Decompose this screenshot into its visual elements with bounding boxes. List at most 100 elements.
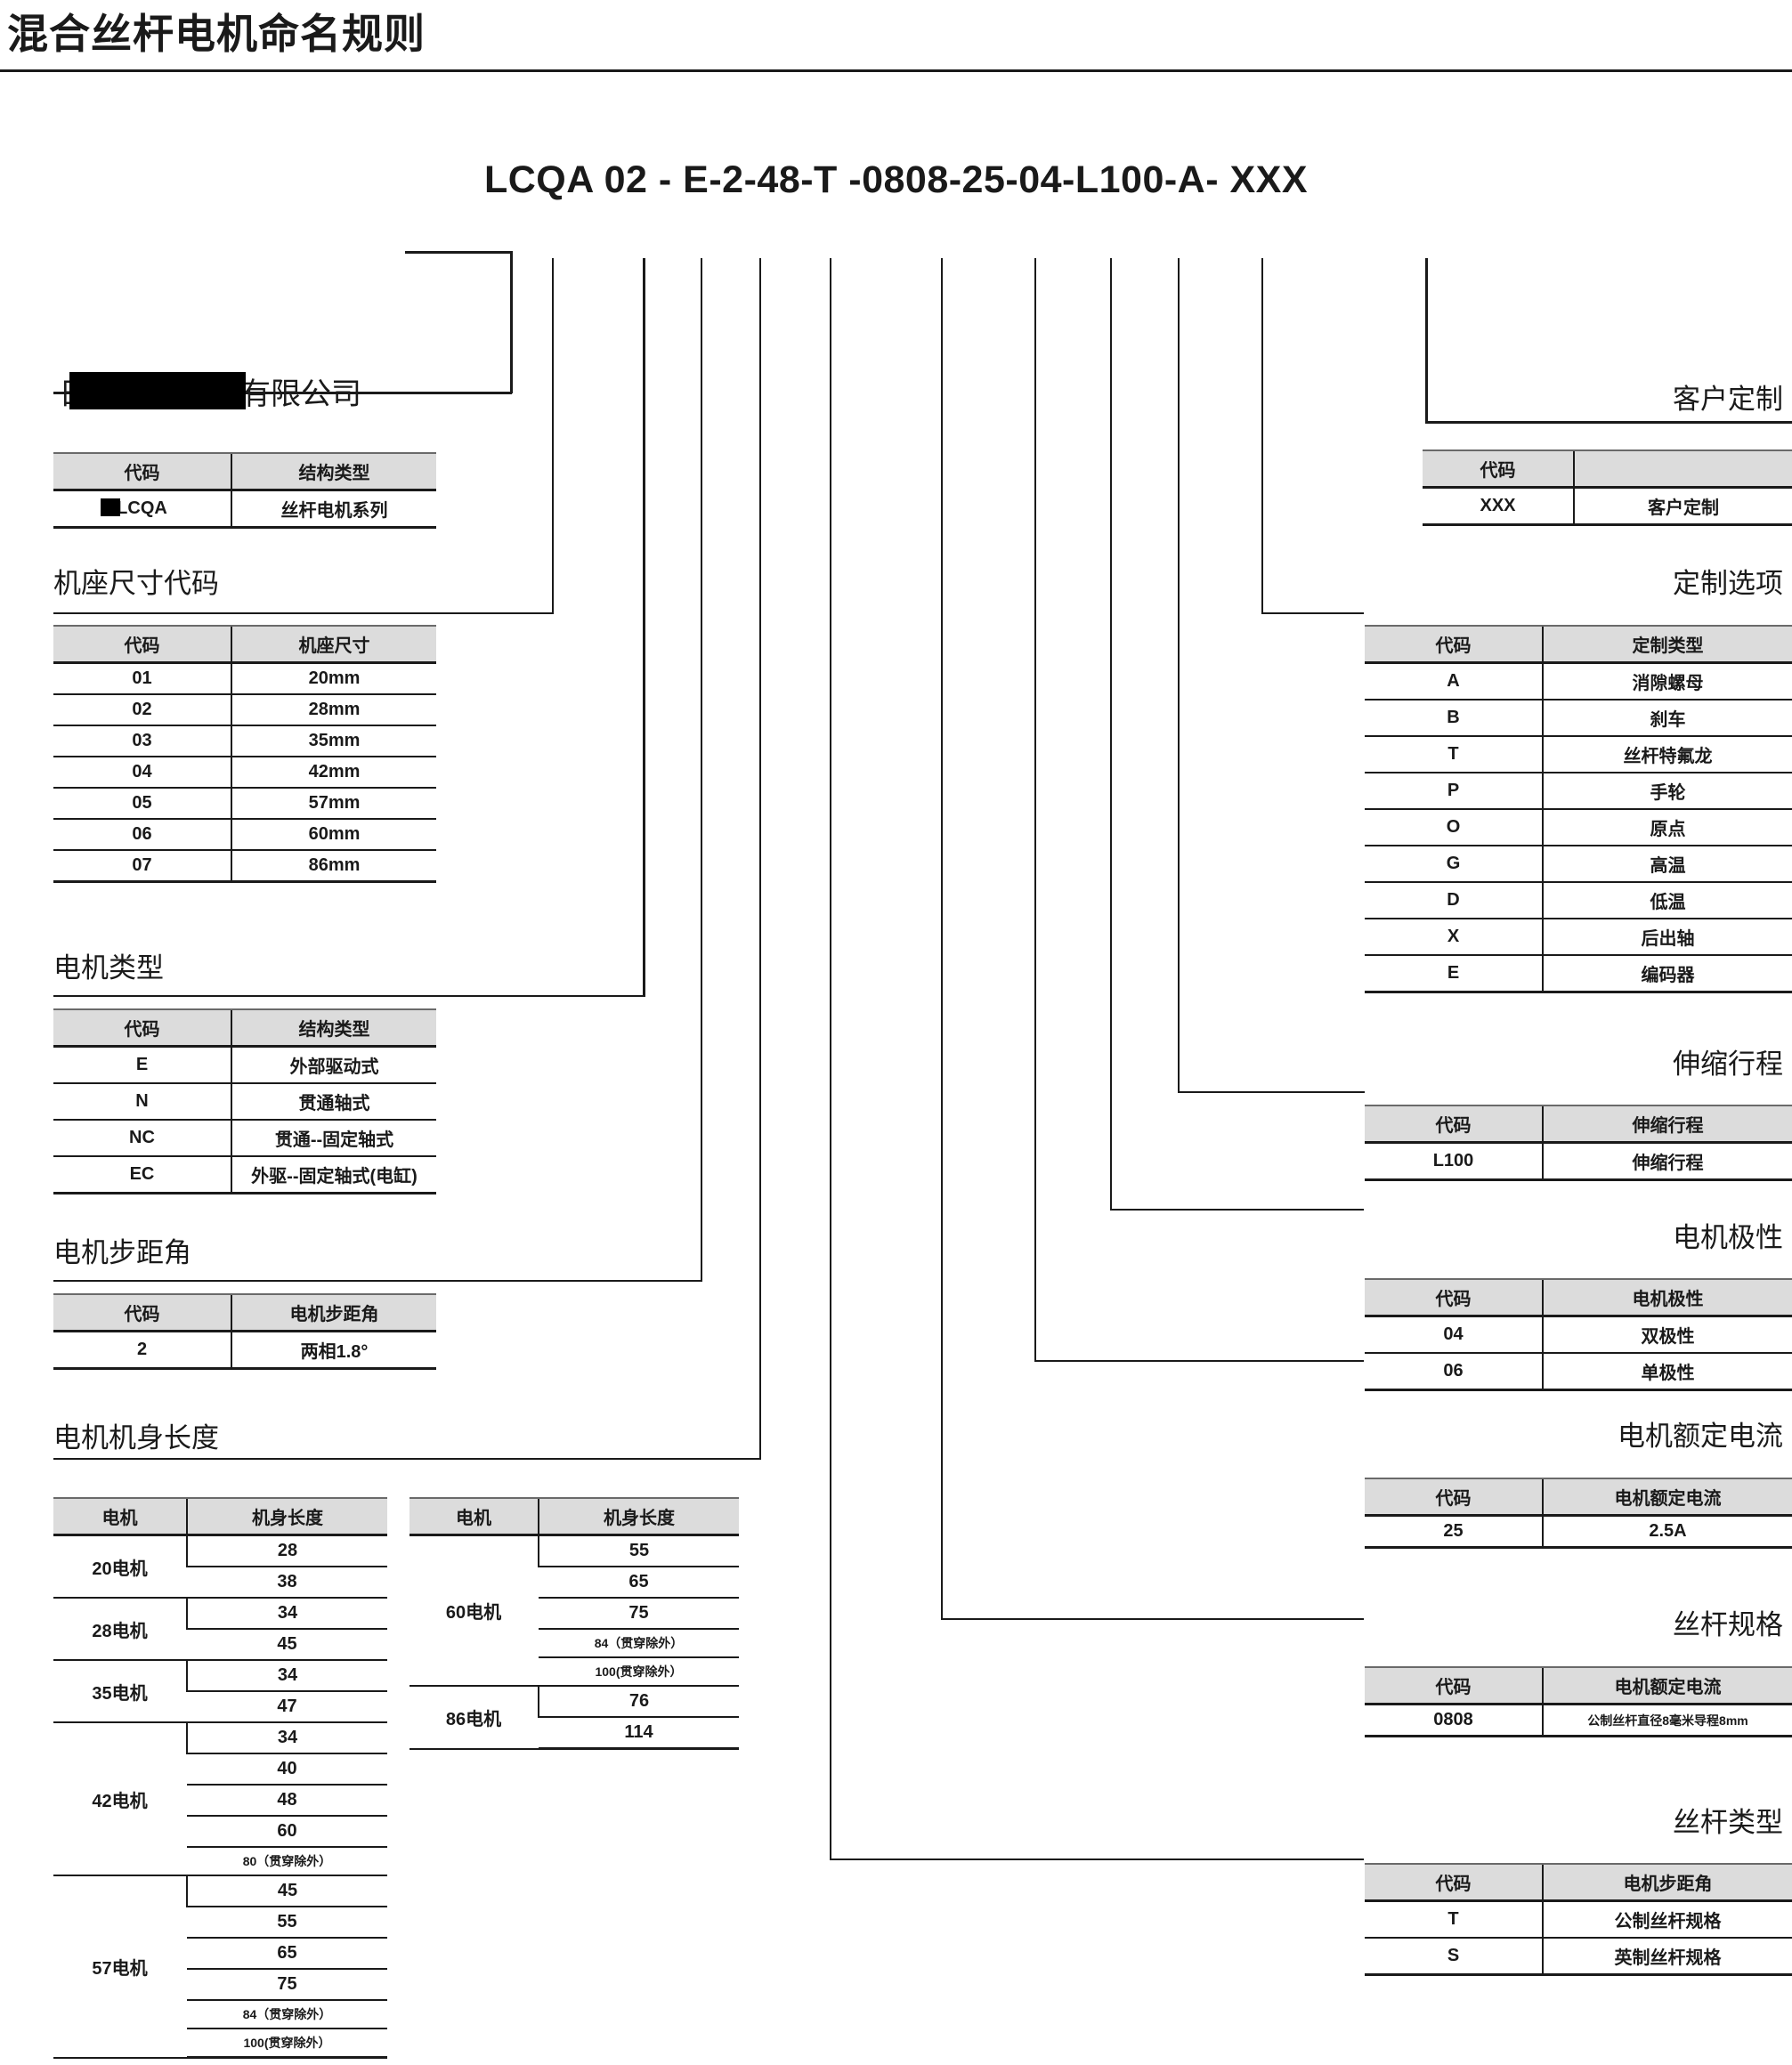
table-row: O 原点: [1365, 809, 1792, 846]
frame-size-code-6: 07: [53, 850, 231, 883]
frame-size-header-code: 代码: [53, 625, 231, 664]
table-row: 40: [53, 1753, 387, 1786]
body-length-right-val-0-0: 55: [538, 1535, 739, 1567]
series-table-header-structure: 结构类型: [231, 452, 436, 491]
table-row: 35电机 34: [53, 1660, 387, 1723]
table-row: E 外部驱动式: [53, 1046, 436, 1084]
leader-h-framesize: [53, 612, 554, 614]
body-length-right-val-1-1: 114: [539, 1717, 739, 1750]
customer-custom-section-heading: 客户定制: [1673, 384, 1783, 415]
table-row: B 刹车: [1365, 700, 1792, 737]
leader-h-customoption: [1261, 612, 1364, 614]
body-length-right-motor-0: 60电机: [409, 1535, 539, 1687]
custom-option-code-4: O: [1365, 809, 1543, 846]
leader-v-customercustom: [1425, 258, 1428, 423]
motor-polarity-section-heading: 电机极性: [1673, 1222, 1783, 1253]
frame-size-value-5: 60mm: [231, 819, 436, 851]
custom-option-value-6: 低温: [1542, 882, 1792, 919]
custom-option-code-8: E: [1365, 955, 1543, 993]
table-row: N 贯通轴式: [53, 1083, 436, 1121]
custom-option-value-5: 高温: [1542, 846, 1792, 883]
table-row: 75: [409, 1598, 739, 1630]
body-length-left-header-length: 机身长度: [186, 1497, 387, 1536]
customer-custom-table: 代码 XXX 客户定制: [1423, 449, 1792, 526]
body-length-left-val-1-1: 45: [187, 1629, 387, 1661]
leader-v-framesize: [552, 258, 554, 614]
custom-option-section-heading: 定制选项: [1673, 568, 1783, 599]
table-row: X 后出轴: [1365, 919, 1792, 956]
leader-v-stepangle: [701, 258, 702, 1282]
motor-type-value-0: 外部驱动式: [231, 1046, 436, 1084]
leader-v-polarity: [1110, 258, 1112, 1211]
table-row: 47: [53, 1691, 387, 1723]
screw-type-table: 代码 电机步距角 T 公制丝杆规格 S 英制丝杆规格: [1365, 1863, 1792, 1976]
screw-type-header-code: 代码: [1365, 1863, 1543, 1902]
body-length-right-val-0-2: 75: [539, 1598, 739, 1630]
table-row: P 手轮: [1365, 773, 1792, 810]
body-length-left-table: 电机 机身长度 20电机 28 38 28电机 34 45 35电机 34 47…: [53, 1497, 387, 2059]
body-length-left-val-0-1: 38: [187, 1567, 387, 1599]
frame-size-code-5: 06: [53, 819, 231, 851]
custom-option-code-5: G: [1365, 846, 1543, 883]
custom-option-code-3: P: [1365, 773, 1543, 810]
table-row: 84（贯穿除外）: [53, 2000, 387, 2029]
step-angle-value-0: 两相1.8°: [231, 1331, 436, 1370]
motor-polarity-code-1: 06: [1365, 1353, 1543, 1391]
body-length-right-table: 电机 机身长度 60电机 55 65 75 84（贯穿除外） 100(贯穿除外）…: [409, 1497, 739, 1750]
step-angle-section-heading: 电机步距角: [53, 1237, 191, 1268]
leader-v-screwspec: [941, 258, 943, 1620]
screw-type-header-value: 电机步距角: [1542, 1863, 1792, 1902]
body-length-left-val-1-0: 34: [186, 1598, 387, 1630]
motor-type-section-heading: 电机类型: [53, 952, 164, 984]
leader-h-stroke: [1178, 1091, 1365, 1093]
table-row: G 高温: [1365, 846, 1792, 883]
body-length-left-val-4-3: 75: [187, 1969, 387, 2001]
table-row: 45: [53, 1629, 387, 1661]
table-row: L100 伸缩行程: [1365, 1142, 1792, 1181]
motor-type-code-2: NC: [53, 1120, 231, 1157]
table-row: 2 两相1.8°: [53, 1331, 436, 1370]
motor-type-table: 代码 结构类型 E 外部驱动式 N 贯通轴式 NC 贯通--固定轴式 EC 外驱…: [53, 1008, 436, 1194]
motor-polarity-table: 代码 电机极性 04 双极性 06 单极性: [1365, 1278, 1792, 1391]
frame-size-value-4: 57mm: [231, 788, 436, 820]
table-row: 80（贯穿除外）: [53, 1847, 387, 1876]
table-row: 48: [53, 1785, 387, 1817]
body-length-left-motor-0: 20电机: [53, 1535, 187, 1599]
custom-option-code-6: D: [1365, 882, 1543, 919]
rated-current-table: 代码 电机额定电流 25 2.5A: [1365, 1478, 1792, 1549]
motor-type-header-structure: 结构类型: [231, 1008, 436, 1048]
table-row: 100(贯穿除外）: [53, 2029, 387, 2059]
leader-h-screwtype: [830, 1858, 1364, 1860]
body-length-left-motor-3: 42电机: [53, 1722, 187, 1876]
step-angle-table: 代码 电机步距角 2 两相1.8°: [53, 1293, 436, 1370]
customer-custom-header-code: 代码: [1423, 449, 1574, 489]
motor-type-value-2: 贯通--固定轴式: [231, 1120, 436, 1157]
table-row: 07 86mm: [53, 850, 436, 883]
leader-h-screwspec: [941, 1618, 1364, 1620]
table-row: D 低温: [1365, 882, 1792, 919]
custom-option-value-3: 手轮: [1542, 773, 1792, 810]
rated-current-section-heading: 电机额定电流: [1618, 1421, 1783, 1452]
series-title-redaction: [69, 372, 246, 409]
table-row: 84（贯穿除外）: [409, 1629, 739, 1658]
leader-v-stroke: [1178, 258, 1180, 1093]
body-length-left-val-3-3: 60: [187, 1816, 387, 1848]
title-divider: [0, 69, 1792, 72]
body-length-right-motor-1: 86电机: [409, 1686, 539, 1750]
custom-option-value-1: 刹车: [1542, 700, 1792, 737]
custom-option-code-2: T: [1365, 736, 1543, 773]
frame-size-code-3: 04: [53, 757, 231, 789]
telescopic-stroke-header-code: 代码: [1365, 1105, 1543, 1144]
table-row: 25 2.5A: [1365, 1515, 1792, 1549]
screw-type-code-0: T: [1365, 1900, 1543, 1939]
table-row: 03 35mm: [53, 725, 436, 757]
part-number-string: LCQA 02 - E-2-48-T -0808-25-04-L100-A- X…: [483, 158, 1309, 201]
leader-h-motortype: [53, 995, 645, 997]
screw-spec-value-0: 公制丝杆直径8毫米导程8mm: [1542, 1704, 1792, 1737]
frame-size-code-1: 02: [53, 694, 231, 726]
series-code-cell: LCQA: [53, 490, 231, 529]
series-code-redaction: [101, 498, 120, 516]
rated-current-code-0: 25: [1365, 1515, 1543, 1549]
screw-type-value-1: 英制丝杆规格: [1542, 1938, 1792, 1976]
custom-option-value-0: 消隙螺母: [1542, 662, 1792, 700]
